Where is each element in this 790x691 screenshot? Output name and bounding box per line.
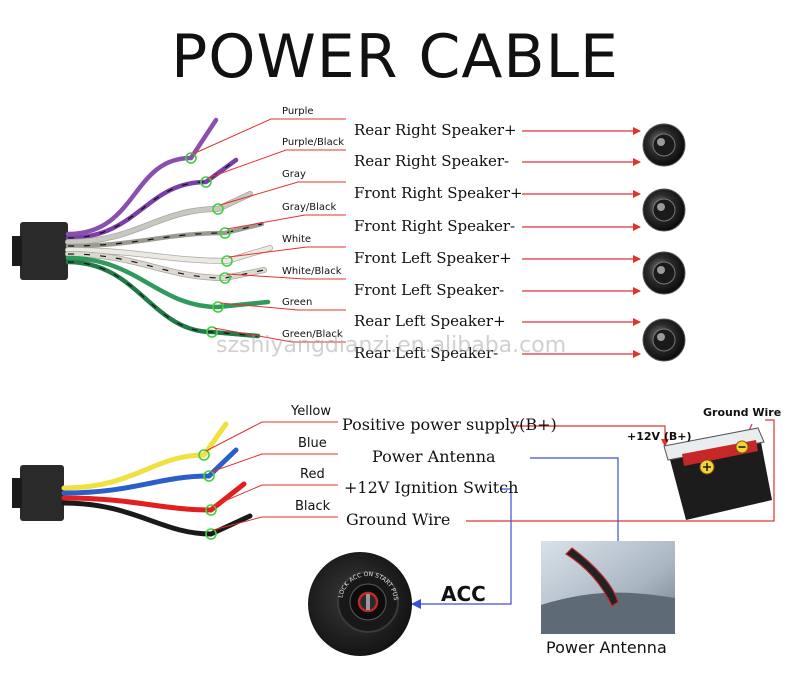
wire-color-label: White [282,234,312,245]
label-leader-line [210,453,338,473]
wire-joint-marker [205,504,217,516]
speaker-wire [65,259,261,339]
label-leader-line [212,516,338,531]
wire-joint-marker [206,326,218,338]
page-title: POWER CABLE [171,22,619,92]
wire-function-label: Front Left Speaker- [354,281,505,299]
label-leader-line [219,181,346,206]
wire-function-label: Ground Wire [346,510,451,529]
battery-lid [663,427,765,461]
wire-joint-marker [198,449,210,461]
speaker-cone-icon [652,261,676,285]
speaker-connector-body [20,222,68,280]
label-leader-line [192,118,346,155]
wire-color-label: White/Black [282,266,342,277]
speaker-dustcap-icon [657,333,665,341]
battery-positive-arrow [512,425,669,447]
speaker-cone-icon [652,198,676,222]
wire-function-label: Rear Right Speaker+ [354,121,517,139]
speaker-wire-stripe [67,223,263,247]
antenna-fin-icon [565,547,619,607]
speaker-wire [65,117,219,237]
wire-function-label: Front Right Speaker+ [354,184,523,202]
power-wire [61,447,239,496]
acc-arrow [411,488,512,609]
wire-joint-marker [219,272,231,284]
speaker-wire-stripe [67,261,259,337]
speaker-wire [65,191,253,245]
wire-color-label: Purple/Black [282,137,345,148]
label-leader-line [212,484,338,507]
wire-joint-marker [219,227,231,239]
wire-function-label: Rear Left Speaker- [354,344,499,362]
wire-joint-marker [203,470,215,482]
power-wire [61,481,247,513]
key-slot-icon [366,594,370,610]
speaker-wire-stripe [67,159,237,239]
label-leader-line [226,214,346,230]
wire-function-label: Rear Right Speaker- [354,152,510,170]
wire-joint-marker [212,301,224,313]
wire-color-label: Purple [282,106,314,117]
car-roof-shape [541,592,675,634]
plus-icon [703,463,711,471]
wire-color-label: Black [295,499,331,514]
wire-function-label: Front Right Speaker- [354,217,516,235]
label-leader-line [213,327,346,343]
label-leader-line [219,302,346,311]
wire-color-label: Red [300,467,325,482]
power-wire [61,421,229,491]
power-connector-body [20,465,64,521]
speaker-cone-icon [652,133,676,157]
antenna-caption: Power Antenna [546,638,667,657]
wire-color-label: Green [282,297,313,308]
wire-color-label: Yellow [291,404,332,419]
antenna-arrow [530,457,623,581]
wire-color-label: Blue [298,436,327,451]
speaker-wire [65,255,271,310]
wire-function-label: Positive power supply(B+) [342,415,557,434]
battery-voltage-label: +12V (B+) [627,430,692,443]
label-leader-line [207,149,346,179]
wire-joint-marker [200,176,212,188]
speaker-wire [65,245,273,264]
speaker-dustcap-icon [657,266,665,274]
wire-function-label: +12V Ignition Switch [344,478,519,497]
power-connector-tab [12,478,22,508]
wire-function-label: Rear Left Speaker+ [354,312,506,330]
speaker-dustcap-icon [657,203,665,211]
label-leader-line [226,273,346,280]
speaker-dustcap-icon [657,138,665,146]
wire-joint-marker [205,528,217,540]
wire-function-label: Front Left Speaker+ [354,249,512,267]
ground-wire-line [466,419,775,522]
power-wire [61,500,253,537]
speaker-cone-icon [652,328,676,352]
battery-ground-label: Ground Wire [703,406,782,419]
wire-joint-marker [185,152,197,164]
acc-label: ACC [441,582,486,606]
wire-joint-marker [221,255,233,267]
wire-joint-marker [212,203,224,215]
watermark: szshiyangdianzi.en.alibaba.com [216,333,567,358]
wire-color-label: Gray/Black [282,202,337,213]
speaker-connector-tab [12,236,22,266]
label-leader-line [205,421,338,452]
wire-function-label: Power Antenna [372,447,496,466]
wire-color-label: Green/Black [282,329,343,340]
wire-color-label: Gray [282,169,306,180]
speaker-wire [65,251,267,281]
label-leader-line [228,246,346,258]
